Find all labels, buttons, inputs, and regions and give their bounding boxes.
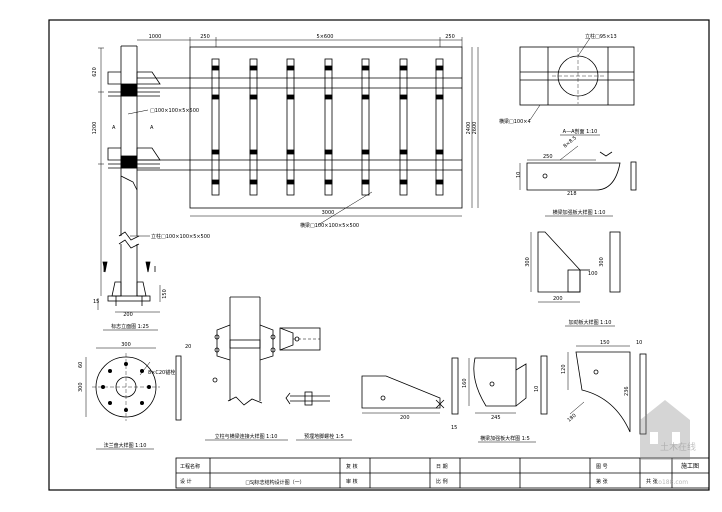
tb-total: 共 张: [646, 478, 658, 485]
caption-stiffener: 加劲板大样图 1:10: [569, 319, 612, 326]
sign-panel: [137, 37, 479, 217]
dim-3000: 3000: [322, 210, 335, 216]
tb-project-label: 工程名称: [180, 463, 200, 470]
caption-front-view: 标志立面图 1:25: [111, 323, 149, 330]
dim-5x600: 5×600: [317, 34, 334, 40]
dim-236: 236: [624, 386, 630, 396]
dim-2600: 2600: [472, 122, 478, 135]
watermark-url: co188.com: [655, 479, 688, 486]
dim-300-flange: 300: [121, 342, 131, 348]
gusset-tapered: [361, 357, 459, 415]
caption-bolt-detail: 预埋地脚螺栓 1:5: [304, 433, 344, 440]
caption-bracket-a: 横梁加强板大样图 1:10: [553, 209, 606, 216]
callout-anchor: 8×C20锚栓: [148, 369, 175, 376]
tb-check: 复 核: [346, 463, 358, 470]
dim-218: 218: [567, 191, 577, 197]
dim-180-curved: 180: [566, 413, 577, 424]
dim-10-gusset-b: 10: [534, 386, 540, 392]
caption-section-aa: A—A剖面 1:10: [563, 128, 598, 135]
drawing-frame: [48, 19, 710, 491]
tb-review: 审 核: [346, 478, 358, 485]
watermark-logo: [640, 400, 690, 460]
callout-pipe-main: 立柱□100×100×5×500: [151, 233, 210, 240]
dim-300-stiffener: 300: [525, 257, 531, 267]
dim-10-curved: 10: [636, 340, 642, 346]
tb-drawing-title: □SJ标志结构设计图（一）: [245, 479, 304, 486]
dim-20-flange: 20: [185, 344, 191, 350]
dim-200-base: 200: [123, 312, 133, 318]
dim-245: 245: [491, 415, 501, 421]
dim-160-gusset-b: 160: [462, 378, 468, 388]
dim-250-top: 250: [200, 34, 210, 40]
tb-sheet: 图 号: [596, 464, 608, 470]
dim-15: 15: [93, 299, 99, 305]
callout-circle-pipe: 立柱□95×13: [585, 33, 617, 40]
watermark-text: 土木在线: [660, 441, 696, 453]
tb-no: 第 张: [596, 478, 608, 485]
curved-stiffener: [567, 345, 647, 435]
tb-stamp: 施工图: [681, 462, 699, 470]
dim-300-flange-b: 300: [78, 382, 84, 392]
dim-150: 150: [162, 289, 168, 299]
bracket-detail: [519, 145, 637, 191]
dim-250-right: 250: [445, 34, 455, 40]
callout-circle-weld: 横梁□100×4: [499, 118, 531, 125]
dim-120-curved: 120: [561, 364, 567, 374]
tb-scale: 比 例: [436, 478, 448, 485]
dim-250-bracket: 250: [543, 154, 553, 160]
section-aa: [519, 37, 635, 121]
dim-100-stiffener: 100: [588, 271, 598, 277]
dim-300-stiffener-b: 300: [599, 257, 605, 267]
dim-10-bracket: 10: [516, 172, 522, 178]
dim-1000: 1000: [149, 34, 162, 40]
dim-200-stiffener: 200: [553, 296, 563, 302]
tb-date: 日 期: [436, 464, 448, 470]
dim-200-gusset: 200: [400, 415, 410, 421]
dim-620: 620: [92, 67, 98, 77]
stiffener-detail: [530, 231, 621, 303]
caption-gusset-b: 横梁加强板大样图 1:5: [480, 435, 530, 442]
gusset-b: [468, 355, 548, 415]
marker-a-bottom: A: [150, 125, 154, 131]
dim-2400: 2400: [466, 122, 472, 135]
caption-flange-plate: 法兰盘大样图 1:10: [104, 442, 147, 449]
callout-bottom-beam: 横梁□100×100×5×500: [300, 222, 359, 229]
tb-design-label: 设 计: [180, 478, 192, 485]
dim-60-flange: 60: [78, 362, 84, 368]
callout-pipe-top: □100×100×5×500: [150, 108, 199, 114]
dim-150-curved: 150: [600, 340, 610, 346]
dim-1200: 1200: [92, 122, 98, 135]
marker-a-top: A: [112, 125, 116, 131]
dim-15-gusset: 15: [451, 425, 457, 431]
post-beam-connection: [212, 296, 321, 406]
title-block: [175, 457, 710, 489]
anchor-bolt: [285, 391, 330, 406]
caption-post-detail: 立柱与横梁连接大样图 1:10: [215, 433, 278, 440]
flange-plate: [85, 347, 182, 421]
